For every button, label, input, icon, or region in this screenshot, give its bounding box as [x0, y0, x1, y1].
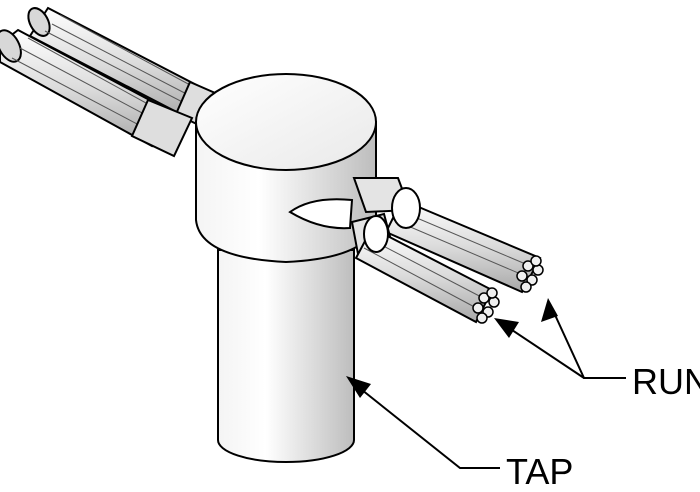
- right-cable-lower: [350, 212, 500, 324]
- run-label: RUN: [632, 361, 700, 402]
- tap-arrowhead: [346, 376, 371, 398]
- tap-cylinder: [217, 249, 355, 463]
- connector-body: [195, 73, 377, 264]
- tap-leader: [346, 376, 500, 469]
- tap-label: TAP: [506, 451, 573, 492]
- run-arrowhead-upper: [541, 298, 558, 322]
- right-cable-upper: [352, 177, 544, 294]
- run-arrowhead-lower: [494, 318, 519, 338]
- lower-cable-strand-ends: [472, 287, 500, 324]
- run-leader: [494, 298, 626, 379]
- upper-cable-strand-ends: [516, 255, 544, 293]
- left-cable-front: [0, 28, 194, 158]
